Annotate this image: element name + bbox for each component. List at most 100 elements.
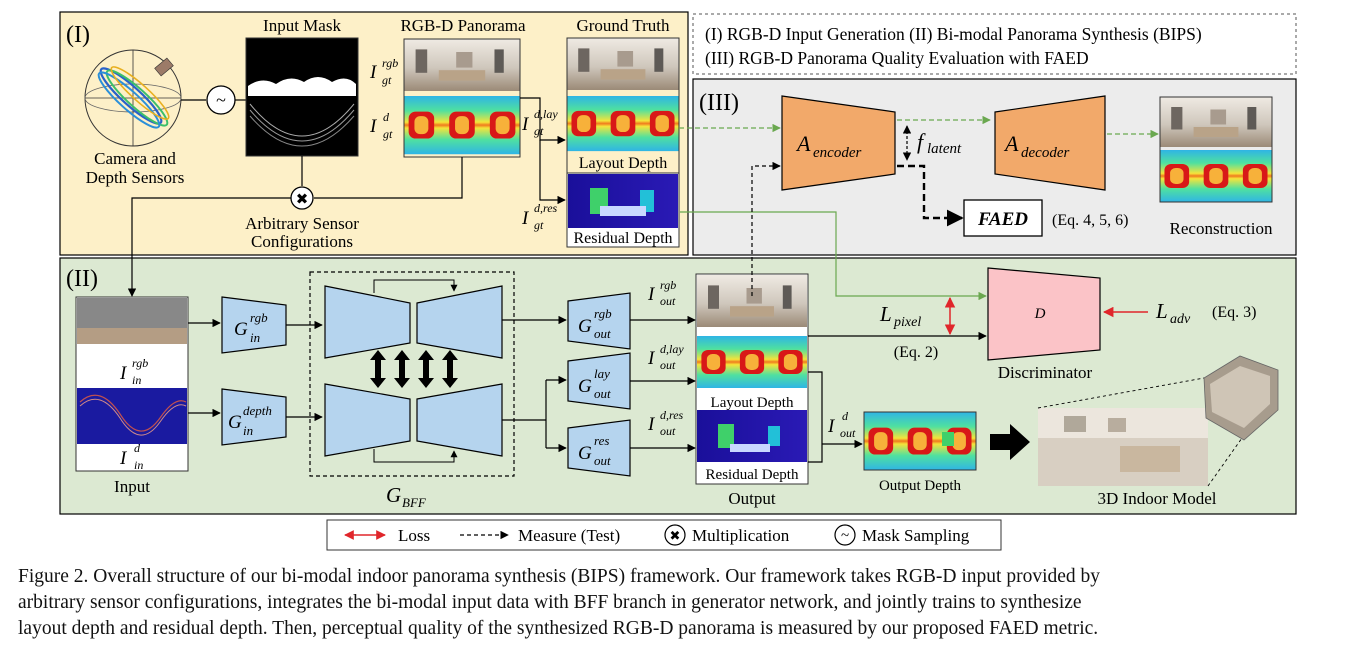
svg-text:rgb: rgb: [382, 56, 398, 70]
g-bff-depth-encoder: [324, 383, 411, 457]
legend-mask-sampling: Mask Sampling: [862, 526, 970, 545]
arbitrary-label-1: Arbitrary Sensor: [245, 214, 359, 233]
svg-text:decoder: decoder: [1021, 145, 1069, 161]
svg-text:I: I: [647, 284, 656, 305]
svg-text:encoder: encoder: [813, 145, 861, 161]
label-i-out-rgb: I rgb out: [647, 278, 676, 308]
mask-sampling-symbol: ~: [216, 90, 226, 110]
camera-label-1: Camera and: [94, 149, 176, 168]
legend-multiplication-icon: [664, 524, 686, 546]
svg-text:rgb: rgb: [250, 310, 268, 325]
svg-text:d: d: [383, 110, 390, 124]
a-decoder-block: [994, 95, 1106, 191]
svg-text:d: d: [134, 441, 141, 455]
label-i-gt-rgb: I rgb gt: [369, 56, 398, 87]
svg-text:BFF: BFF: [402, 495, 427, 510]
g-bff-frame: [309, 271, 515, 477]
svg-text:G: G: [228, 412, 242, 433]
gt-residual-depth-image: [566, 172, 680, 248]
legend-mask-sampling-icon: [834, 524, 856, 546]
gt-layout-depth-image: [567, 96, 679, 152]
svg-text:A: A: [1003, 131, 1019, 156]
input-mask-title: Input Mask: [263, 16, 341, 35]
svg-text:I: I: [647, 348, 656, 369]
svg-text:in: in: [243, 423, 253, 438]
gt-layout-depth-label: Layout Depth: [579, 155, 667, 172]
label-i-out-d: I d out: [827, 409, 856, 440]
input-panel: [75, 296, 189, 472]
label-g-bff: G BFF: [386, 483, 427, 510]
indoor-model-label: 3D Indoor Model: [1098, 489, 1217, 508]
svg-text:out: out: [660, 294, 676, 308]
faed-label: FAED: [977, 209, 1028, 230]
g-out-res-block: [567, 419, 631, 477]
label-i-out-dlay: I d,lay out: [647, 342, 684, 372]
g-bff-rgb-decoder: [416, 285, 503, 359]
svg-text:out: out: [840, 426, 856, 440]
label-a-encoder: A encoder: [795, 131, 861, 161]
svg-text:in: in: [132, 373, 141, 387]
label-g-in-rgb: G rgb in: [234, 310, 268, 345]
svg-text:in: in: [134, 458, 143, 472]
svg-text:G: G: [578, 316, 592, 337]
label-l-pixel: L pixel: [879, 302, 921, 330]
svg-text:L: L: [1155, 299, 1168, 323]
output-label: Output: [728, 489, 776, 508]
svg-text:out: out: [660, 358, 676, 372]
svg-text:depth: depth: [243, 403, 272, 418]
output-layout-depth-label: Layout Depth: [711, 395, 794, 411]
svg-text:rgb: rgb: [132, 356, 148, 370]
legend-multiplication: Multiplication: [692, 526, 790, 545]
faed-box: [963, 199, 1043, 237]
svg-text:I: I: [369, 62, 378, 83]
svg-text:d,res: d,res: [660, 408, 684, 422]
svg-text:in: in: [250, 330, 260, 345]
label-g-out-res: G res out: [578, 433, 611, 468]
label-g-out-rgb: G rgb out: [578, 306, 612, 341]
svg-text:I: I: [827, 416, 836, 437]
svg-text:rgb: rgb: [594, 306, 612, 321]
g-out-lay-block: [567, 352, 631, 410]
svg-text:gt: gt: [534, 218, 544, 232]
legend-measure: Measure (Test): [518, 526, 620, 545]
legend-top-line1: (I) RGB-D Input Generation (II) Bi-modal…: [705, 24, 1202, 44]
a-encoder-block: [781, 95, 896, 191]
svg-text:L: L: [879, 302, 892, 326]
g-bff-rgb-encoder: [324, 285, 411, 359]
svg-text:rgb: rgb: [660, 278, 676, 292]
bips-framework-diagram: (I) RGB-D Input Generation (II) Bi-modal…: [59, 11, 1297, 551]
svg-text:G: G: [386, 483, 401, 507]
svg-text:lay: lay: [594, 366, 610, 381]
eq2-label: (Eq. 2): [894, 344, 938, 361]
svg-text:I: I: [119, 448, 128, 469]
g-bff-depth-decoder: [416, 383, 503, 457]
svg-text:I: I: [647, 414, 656, 435]
svg-text:G: G: [578, 376, 592, 397]
output-panel: [695, 273, 809, 485]
caption-line-2: arbitrary sensor configurations, integra…: [18, 592, 1082, 613]
output-residual-depth-label: Residual Depth: [706, 467, 799, 483]
g-in-rgb-block: [221, 296, 287, 354]
section-2-label: (II): [66, 266, 98, 292]
label-l-adv: L adv: [1155, 299, 1191, 327]
section-1-label: (I): [66, 22, 90, 48]
svg-text:out: out: [594, 326, 611, 341]
svg-text:I: I: [521, 208, 530, 229]
to-3d-arrow-icon: [990, 424, 1030, 460]
svg-text:out: out: [594, 386, 611, 401]
sensor-sphere-icon: [84, 49, 182, 147]
gt-residual-depth-label: Residual Depth: [573, 230, 672, 247]
label-f-latent: f latent: [917, 129, 962, 157]
rgbd-panorama-title: RGB-D Panorama: [400, 16, 526, 35]
eq3-label: (Eq. 3): [1212, 304, 1256, 321]
svg-text:d: d: [842, 409, 849, 423]
svg-text:G: G: [234, 319, 248, 340]
svg-text:~: ~: [841, 528, 849, 544]
legend-top-line2: (III) RGB-D Panorama Quality Evaluation …: [705, 48, 1089, 68]
section-legend-box: [692, 13, 1297, 75]
label-g-in-depth: G depth in: [228, 403, 272, 438]
svg-text:adv: adv: [1170, 312, 1191, 327]
svg-text:✖: ✖: [670, 528, 681, 543]
multiplication-symbol: ✖: [296, 192, 309, 208]
arbitrary-label-2: Configurations: [251, 232, 353, 251]
